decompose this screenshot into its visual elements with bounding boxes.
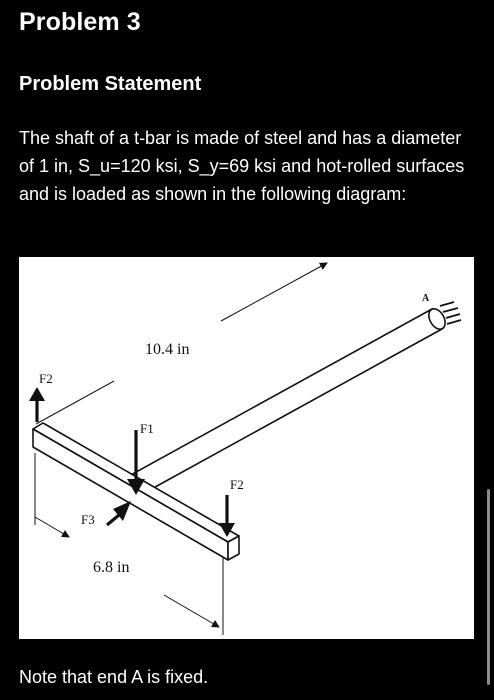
force-left-end-arrow bbox=[29, 387, 45, 422]
fixed-end-label: A bbox=[422, 293, 430, 304]
force-right-end-label: F2 bbox=[230, 477, 244, 492]
page-title: Problem 3 bbox=[19, 8, 141, 36]
section-title: Problem Statement bbox=[19, 73, 202, 95]
force-center-arrow bbox=[127, 430, 145, 495]
force-left-end-label: F2 bbox=[39, 371, 53, 386]
scrollbar[interactable] bbox=[487, 489, 490, 685]
force-center-label: F1 bbox=[140, 421, 154, 436]
bar-length-label: 6.8 in bbox=[93, 559, 129, 576]
shaft-fixed-end bbox=[428, 307, 446, 331]
shaft bbox=[126, 307, 446, 498]
fixed-end-note: Note that end A is fixed. bbox=[19, 667, 209, 687]
fixed-support-hatch bbox=[439, 301, 462, 325]
force-axial-label: F3 bbox=[81, 512, 95, 527]
shaft-length-label: 10.4 in bbox=[145, 341, 189, 358]
force-axial-arrow bbox=[105, 501, 131, 527]
t-bar-diagram-svg: A 10.4 in 6.8 in F2 bbox=[29, 262, 462, 635]
t-bar-diagram: A 10.4 in 6.8 in F2 bbox=[19, 257, 474, 639]
shaft-length-dimension bbox=[35, 262, 328, 425]
force-right-end-arrow bbox=[219, 495, 235, 537]
bar-length-dimension bbox=[34, 453, 224, 635]
problem-statement: The shaft of a t-bar is made of steel an… bbox=[19, 128, 465, 204]
crossbar-end-face bbox=[227, 535, 240, 561]
